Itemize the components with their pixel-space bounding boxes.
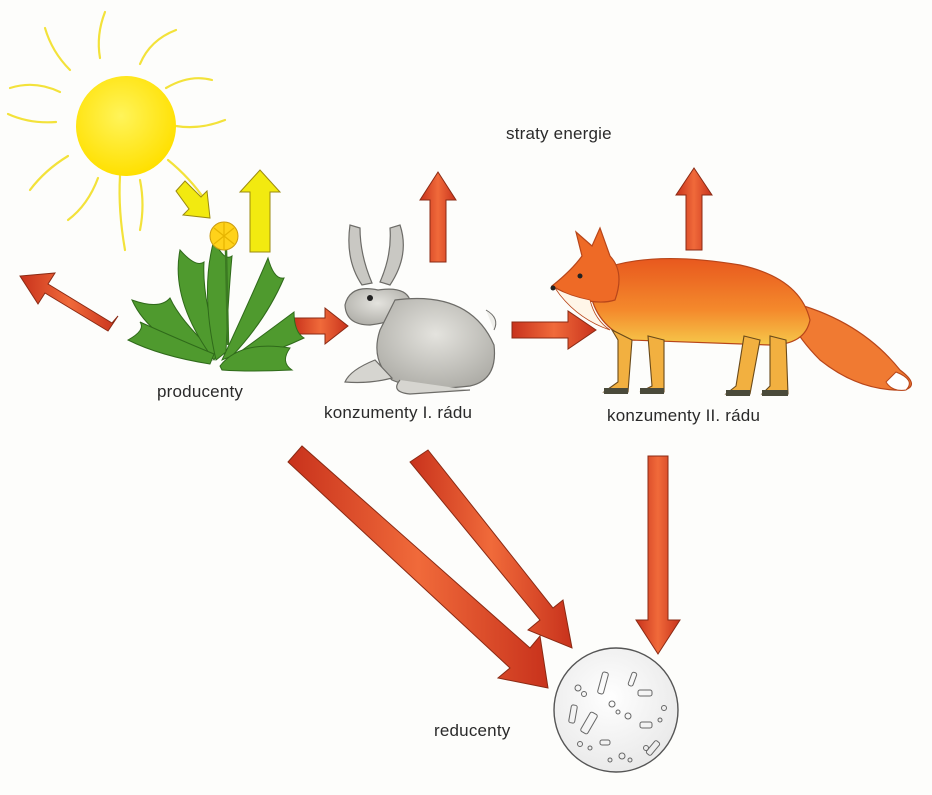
energy-loss-label: straty energie: [506, 124, 612, 144]
hare-icon: [345, 225, 496, 394]
consumers-second-order-label: konzumenty II. rádu: [607, 406, 760, 426]
energy-loss-arrow-fox: [676, 168, 712, 250]
decomposers-label: reducenty: [434, 721, 510, 741]
bacteria-dish-icon: [554, 648, 678, 772]
energy-reflected-arrow: [240, 170, 280, 252]
sunlight-in-arrow: [176, 181, 210, 218]
consumers-first-order-label: konzumenty I. rádu: [324, 403, 472, 423]
energy-loss-arrow-hare: [420, 172, 456, 262]
producers-label: producenty: [157, 382, 243, 402]
flow-arrow-fox-to-reducer: [636, 456, 680, 654]
dandelion-icon: [128, 222, 304, 371]
heat-loss-arrow-left: [20, 273, 118, 331]
fox-icon: [551, 228, 912, 396]
